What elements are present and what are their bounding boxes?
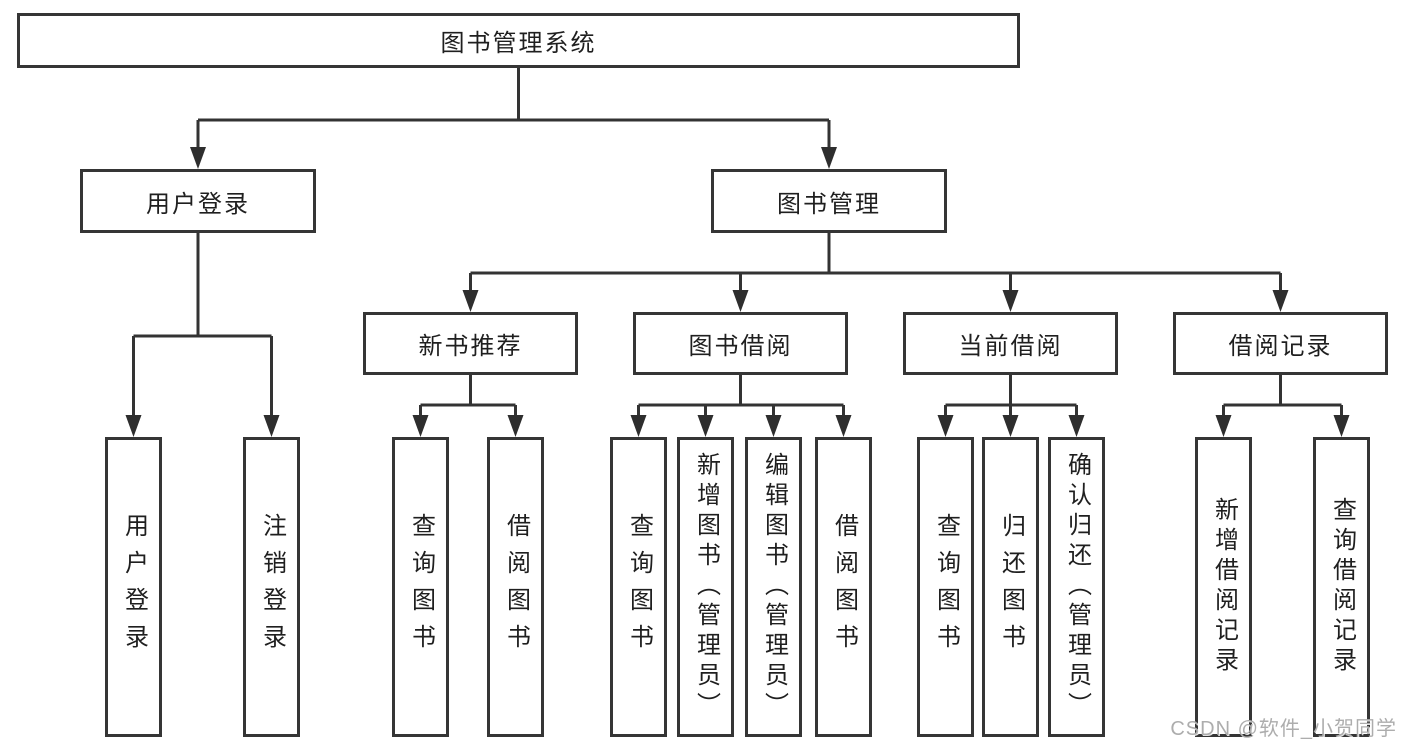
node-root-system: 图书管理系统 (17, 13, 1020, 68)
leaf-query-books-recommend: 查询图书 (392, 437, 449, 737)
leaf-borrow-books: 借阅图书 (815, 437, 872, 737)
leaf-add-borrow-record: 新增借阅记录 (1195, 437, 1252, 737)
node-current-borrowing-label: 当前借阅 (958, 333, 1063, 360)
node-book-management: 图书管理 (711, 169, 947, 233)
leaf-confirm-return-admin-label: 确认归还（管理员） (1063, 452, 1091, 722)
watermark: CSDN @软件_小贺同学 (1170, 718, 1397, 740)
node-borrowing-records-label: 借阅记录 (1228, 333, 1333, 360)
node-borrowing-records: 借阅记录 (1173, 312, 1388, 375)
leaf-logout-label: 注销登录 (258, 513, 286, 661)
leaf-borrow-books-recommend: 借阅图书 (487, 437, 544, 737)
leaf-add-books-admin: 新增图书（管理员） (677, 437, 734, 737)
node-new-book-recommend-label: 新书推荐 (418, 333, 523, 360)
leaf-return-books-label: 归还图书 (997, 513, 1025, 661)
leaf-confirm-return-admin: 确认归还（管理员） (1048, 437, 1105, 737)
leaf-edit-books-admin-label: 编辑图书（管理员） (760, 452, 788, 722)
leaf-add-books-admin-label: 新增图书（管理员） (692, 452, 720, 722)
leaf-add-borrow-record-label: 新增借阅记录 (1210, 497, 1238, 677)
leaf-query-borrow-record-label: 查询借阅记录 (1328, 497, 1356, 677)
leaf-borrow-books-recommend-label: 借阅图书 (502, 513, 530, 661)
node-user-login-label: 用户登录 (146, 190, 250, 218)
leaf-return-books: 归还图书 (982, 437, 1039, 737)
leaf-query-books-current-label: 查询图书 (932, 513, 960, 661)
leaf-edit-books-admin: 编辑图书（管理员） (745, 437, 802, 737)
leaf-query-books-recommend-label: 查询图书 (407, 513, 435, 661)
leaf-query-books-borrowing: 查询图书 (610, 437, 667, 737)
node-book-borrowing: 图书借阅 (633, 312, 848, 375)
node-book-management-label: 图书管理 (777, 190, 881, 218)
leaf-query-books-borrowing-label: 查询图书 (625, 513, 653, 661)
node-new-book-recommend: 新书推荐 (363, 312, 578, 375)
leaf-query-books-current: 查询图书 (917, 437, 974, 737)
leaf-user-login: 用户登录 (105, 437, 162, 737)
node-current-borrowing: 当前借阅 (903, 312, 1118, 375)
node-user-login: 用户登录 (80, 169, 316, 233)
node-book-borrowing-label: 图书借阅 (688, 333, 793, 360)
node-root-system-label: 图书管理系统 (440, 30, 597, 57)
leaf-user-login-label: 用户登录 (120, 513, 148, 661)
leaf-query-borrow-record: 查询借阅记录 (1313, 437, 1370, 737)
leaf-borrow-books-label: 借阅图书 (830, 513, 858, 661)
leaf-logout: 注销登录 (243, 437, 300, 737)
